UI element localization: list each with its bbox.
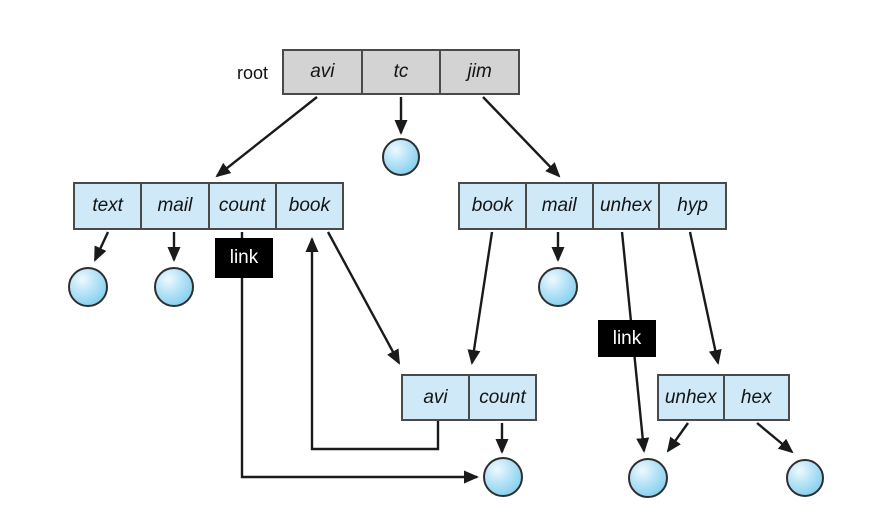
cell-avi-text: text — [75, 184, 143, 228]
cell-root-tc: tc — [363, 51, 442, 93]
cell-shared-avi: avi — [403, 376, 470, 419]
jim-directory-table: book mail unhex hyp — [458, 182, 727, 230]
avi-directory-table: text mail count book — [73, 182, 344, 230]
file-circle-mail-right — [538, 267, 578, 307]
cell-root-avi: avi — [284, 51, 363, 93]
cell-avi-mail: mail — [142, 184, 210, 228]
root-directory-table: avi tc jim — [282, 49, 520, 95]
arrow-text-to-file — [93, 231, 110, 262]
arrow-unhex2-to-shared-file — [666, 422, 689, 453]
arrow-book-left-to-shared-dir — [326, 231, 401, 365]
cell-jim-mail: mail — [527, 184, 594, 228]
arrow-count-link-to-shared-file — [240, 232, 479, 484]
arrow-shared-avi-cycle-to-book — [305, 237, 440, 451]
file-circle-mail-left — [154, 267, 194, 307]
file-circle-hex — [786, 459, 824, 497]
file-circle-shared-count — [483, 457, 523, 497]
arrow-root-jim-to-jim-dir — [482, 96, 561, 178]
arrow-book-right-to-shared-dir — [467, 231, 494, 365]
cell-hyp-hex: hex — [740, 386, 772, 408]
file-circle-shared-unhex — [628, 458, 668, 498]
link-label-right: link — [598, 320, 656, 357]
file-circle-text — [68, 267, 108, 307]
cell-hyp-unhex: unhex — [659, 376, 725, 419]
cell-jim-book: book — [460, 184, 527, 228]
cell-jim-unhex: unhex — [594, 184, 661, 228]
cell-avi-book: book — [288, 195, 330, 216]
file-circle-tc — [382, 138, 420, 176]
hyp-subdirectory-table: unhex hex — [657, 374, 790, 421]
arrow-hex-to-file — [756, 422, 794, 454]
arrow-root-avi-to-avi-dir — [215, 96, 318, 178]
arrow-hyp-to-hyp-dir — [688, 231, 722, 365]
shared-subdirectory-table: avi count — [401, 374, 537, 421]
cell-shared-count: count — [479, 386, 526, 408]
cell-avi-count: count — [210, 184, 277, 228]
root-label: root — [236, 63, 268, 83]
cell-root-jim: jim — [467, 61, 492, 82]
link-label-left: link — [215, 238, 273, 278]
cell-jim-hyp: hyp — [677, 195, 708, 216]
